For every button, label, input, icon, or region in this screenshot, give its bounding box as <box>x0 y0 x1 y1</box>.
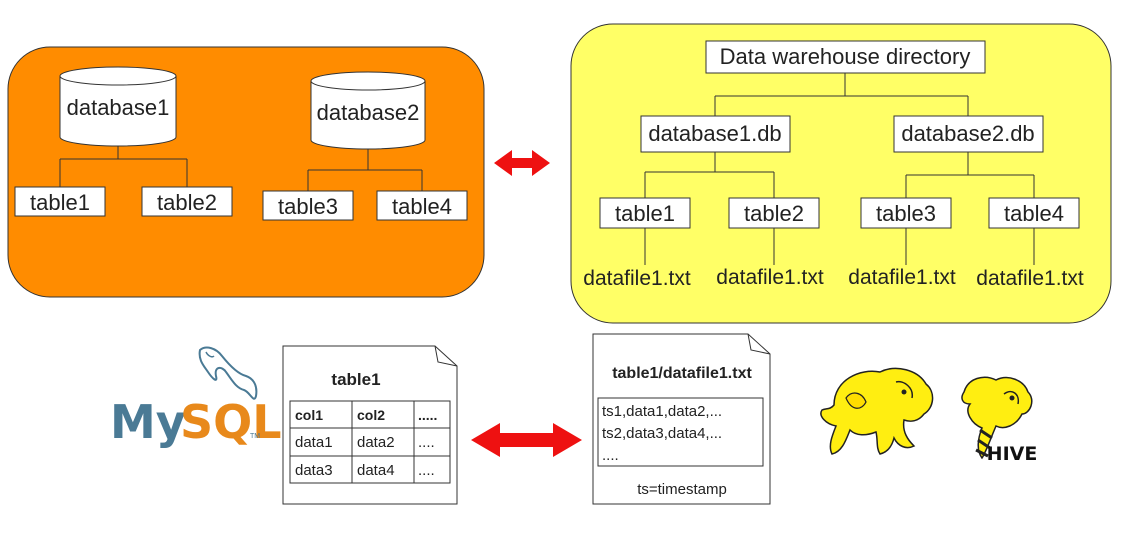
right-table1-label: table1 <box>615 201 675 226</box>
table-document: table1 col1 col2 ..... data1 data2 .... … <box>282 345 458 505</box>
warehouse-root-label: Data warehouse directory <box>720 44 971 69</box>
table-cell-r2c1: data3 <box>295 462 333 479</box>
db2-dir-label: database2.db <box>901 121 1034 146</box>
hive-logo: HIVE <box>961 376 1038 465</box>
table-cell-r1c1: data1 <box>295 434 333 451</box>
left-table1-label: table1 <box>30 190 90 215</box>
database1-cylinder: database1 <box>59 66 177 147</box>
file-document: table1/datafile1.txt ts1,data1,data2,...… <box>592 333 771 505</box>
right-table4-label: table4 <box>1004 201 1064 226</box>
left-table3-box <box>262 190 354 221</box>
right-table1-box <box>599 197 691 229</box>
database1-label: database1 <box>67 95 170 120</box>
top-double-arrow <box>494 150 550 176</box>
mysql-tm-text: TM <box>250 433 260 440</box>
db2-dir-box <box>893 115 1044 153</box>
table-cell-r2c2: data4 <box>357 462 395 479</box>
table-header-col3: ..... <box>418 407 437 423</box>
table-cell-r2c3: .... <box>418 462 435 479</box>
mysql-my-text: My <box>110 395 186 449</box>
hive-logo-text: HIVE <box>987 443 1038 465</box>
right-table3-box <box>860 197 952 229</box>
warehouse-tree-lines <box>644 73 1035 265</box>
mysql-sql-text: SQL <box>180 395 282 449</box>
file-doc-note: ts=timestamp <box>637 481 727 498</box>
database2-tree-lines <box>307 149 423 191</box>
file-line-3: .... <box>602 447 619 464</box>
left-table2-box <box>141 186 233 217</box>
left-table4-label: table4 <box>392 194 452 219</box>
mysql-logo: My SQL TM <box>110 346 282 449</box>
bottom-double-arrow <box>471 423 582 457</box>
dolphin-icon <box>198 346 258 400</box>
left-table3-label: table3 <box>278 194 338 219</box>
datafile-label-4: datafile1.txt <box>976 267 1084 290</box>
database2-label: database2 <box>317 100 420 125</box>
table-doc-title: table1 <box>331 370 380 389</box>
file-doc-title: table1/datafile1.txt <box>612 365 752 382</box>
datafile-label-2: datafile1.txt <box>716 266 824 289</box>
warehouse-root-box <box>705 40 986 74</box>
left-table4-box <box>376 190 468 221</box>
db1-dir-box <box>640 115 791 153</box>
database2-cylinder: database2 <box>310 71 426 150</box>
left-table2-label: table2 <box>157 190 217 215</box>
right-table2-box <box>728 197 820 229</box>
right-table3-label: table3 <box>876 201 936 226</box>
datafile-label-1: datafile1.txt <box>583 267 691 290</box>
file-line-2: ts2,data3,data4,... <box>602 425 722 442</box>
datafile-label-3: datafile1.txt <box>848 266 956 289</box>
table-header-col1: col1 <box>295 407 323 423</box>
right-table4-box <box>988 197 1080 229</box>
left-table1-box <box>14 186 106 217</box>
table-header-col2: col2 <box>357 407 385 423</box>
right-panel <box>570 23 1112 324</box>
hadoop-elephant-icon <box>820 367 934 455</box>
table-cell-r1c2: data2 <box>357 434 395 451</box>
database1-tree-lines <box>59 146 188 187</box>
db1-dir-label: database1.db <box>648 121 781 146</box>
right-table2-label: table2 <box>744 201 804 226</box>
file-line-1: ts1,data1,data2,... <box>602 403 722 420</box>
table-cell-r1c3: .... <box>418 434 435 451</box>
